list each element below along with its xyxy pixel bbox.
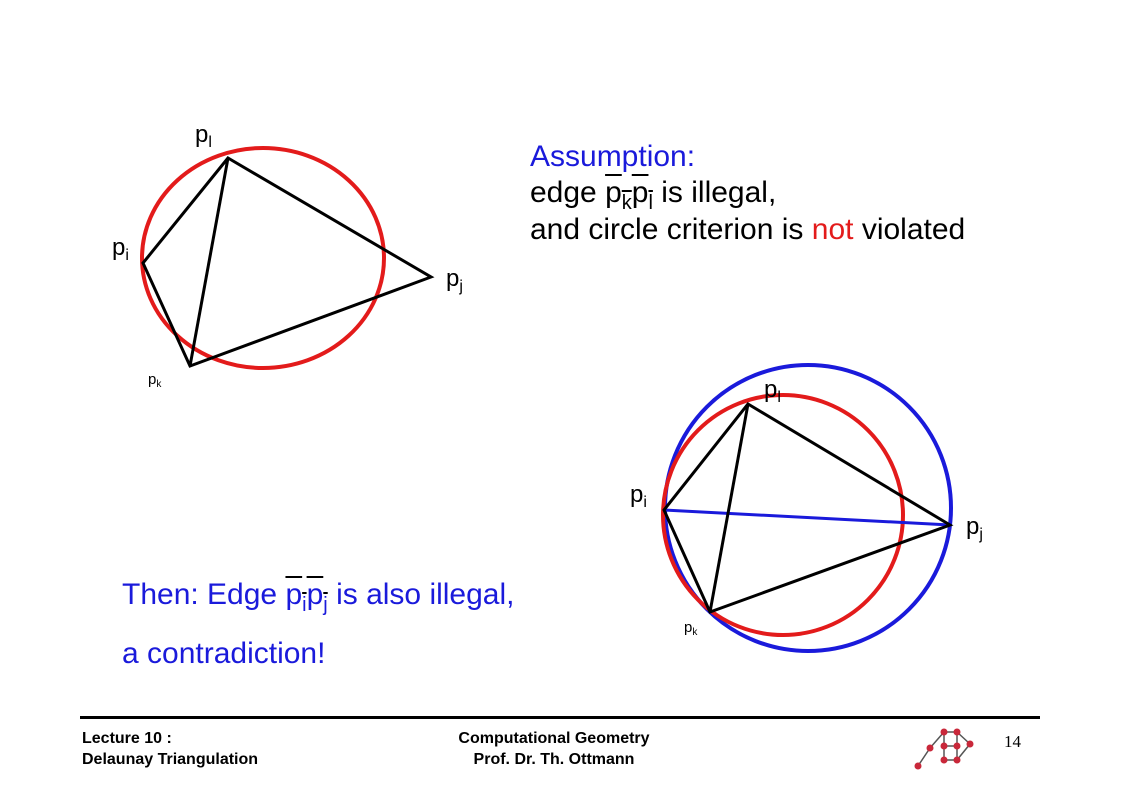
footer-topic: Delaunay Triangulation [82, 751, 259, 768]
diagonal-pk-pl-bottom [708, 403, 750, 613]
quadrilateral-bottom [662, 402, 954, 614]
page-number: 14 [1004, 732, 1021, 751]
figure-bottom: pl pi pj pk [630, 363, 983, 653]
assumption-edge-prefix: edge [530, 176, 606, 209]
assumption-line-criterion: and circle criterion is not violated [530, 213, 966, 246]
label-pk-bottom: pk [684, 619, 698, 638]
figure-top: pl pi pj pk [112, 121, 463, 390]
footer-lecture: Lecture 10 : [82, 730, 172, 747]
footer-author: Prof. Dr. Th. Ottmann [473, 751, 635, 768]
diagonal-pk-pl-top [188, 157, 230, 367]
assumption-edge-suffix: is illegal, [652, 176, 777, 209]
circumcircle-red-top [140, 146, 386, 370]
label-pk-top: pk [148, 371, 162, 390]
edge-pk-pl-term: pkpl [605, 176, 653, 214]
footer-course: Computational Geometry [458, 730, 650, 747]
label-pj-top: pj [446, 265, 463, 295]
label-pl-top: pl [195, 121, 212, 151]
university-logo [914, 728, 974, 770]
edge-pi-pj [663, 508, 951, 527]
conclusion-line2: a contradiction! [122, 637, 326, 670]
conclusion-line1: Then: Edge pipj is also illegal, [122, 578, 515, 616]
footer-rule [80, 716, 1040, 719]
assumption-heading: Assumption: [530, 140, 696, 173]
not-highlight: not [811, 213, 854, 246]
label-pl-bottom: pl [764, 376, 781, 406]
assumption-line-edge: edge pkpl is illegal, [530, 176, 776, 220]
circumcircle-red-bottom [661, 393, 905, 637]
label-pi-bottom: pi [630, 481, 647, 511]
label-pi-top: pi [112, 234, 129, 264]
label-pj-bottom: pj [966, 513, 983, 543]
edge-pi-pj-term: pipj [285, 578, 328, 616]
quadrilateral-top [141, 156, 435, 368]
